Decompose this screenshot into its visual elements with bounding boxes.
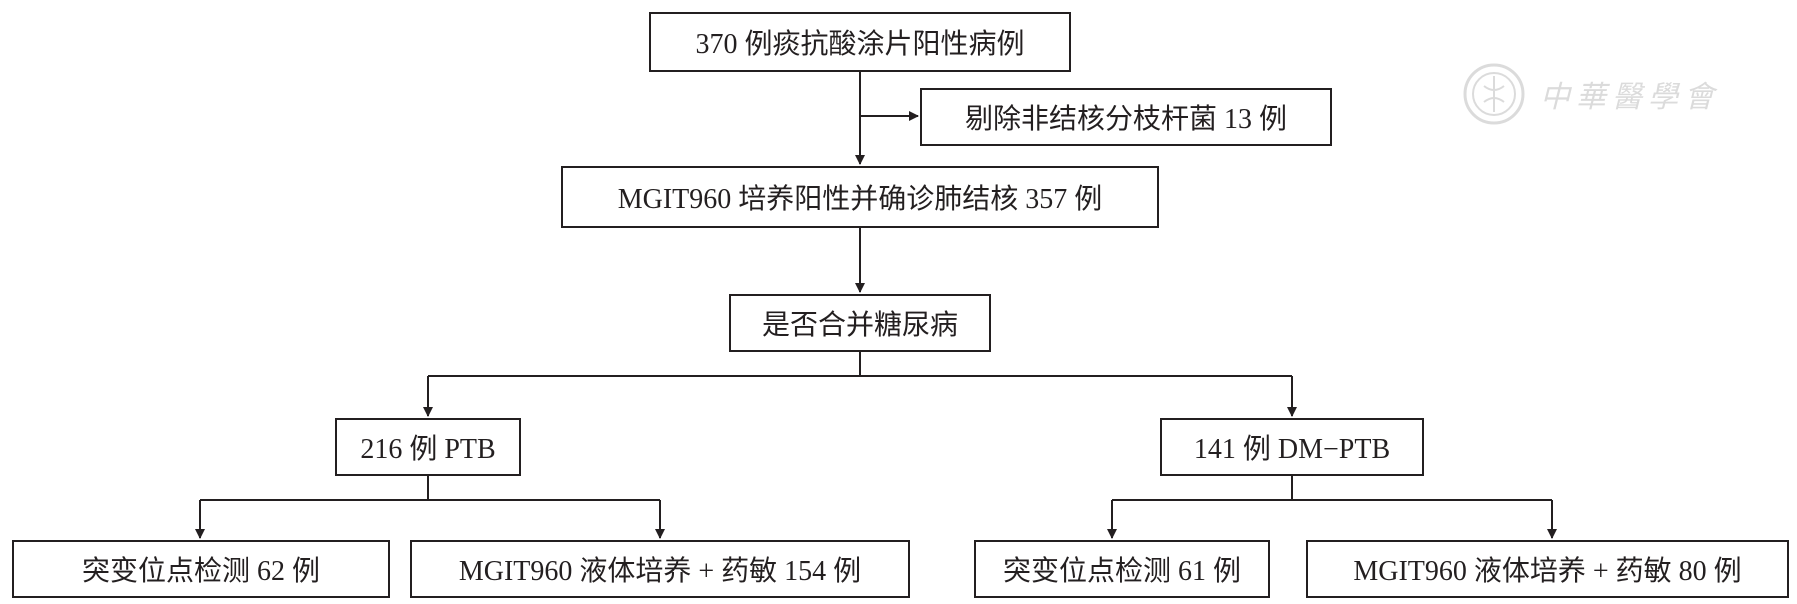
question-box: 是否合并糖尿病	[729, 294, 991, 352]
society-seal-logo-icon	[1463, 63, 1525, 125]
dmptb-culture-label: MGIT960 液体培养 + 药敏 80 例	[1353, 556, 1742, 587]
watermark: 中華醫學會	[1462, 58, 1792, 130]
dmptb-mutation-label: 突变位点检测 61 例	[1002, 556, 1241, 587]
ptb-mutation-box: 突变位点检测 62 例	[12, 540, 390, 598]
ptb-box: 216 例 PTB	[335, 418, 521, 476]
start-label: 370 例痰抗酸涂片阳性病例	[695, 29, 1025, 60]
watermark-text: 中華醫學會	[1540, 80, 1720, 115]
dmptb-label: 141 例 DM−PTB	[1193, 434, 1391, 465]
excluded-label: 剔除非结核分枝杆菌 13 例	[964, 104, 1287, 135]
question-label: 是否合并糖尿病	[761, 310, 958, 341]
confirmed-label: MGIT960 培养阳性并确诊肺结核 357 例	[617, 184, 1103, 215]
ptb-label: 216 例 PTB	[360, 434, 496, 465]
excluded-box: 剔除非结核分枝杆菌 13 例	[920, 88, 1332, 146]
confirmed-box: MGIT960 培养阳性并确诊肺结核 357 例	[561, 166, 1159, 228]
start-box: 370 例痰抗酸涂片阳性病例	[649, 12, 1071, 72]
ptb-culture-box: MGIT960 液体培养 + 药敏 154 例	[410, 540, 910, 598]
ptb-mutation-label: 突变位点检测 62 例	[81, 556, 320, 587]
ptb-culture-label: MGIT960 液体培养 + 药敏 154 例	[458, 556, 862, 587]
dmptb-culture-box: MGIT960 液体培养 + 药敏 80 例	[1306, 540, 1789, 598]
dmptb-box: 141 例 DM−PTB	[1160, 418, 1424, 476]
dmptb-mutation-box: 突变位点检测 61 例	[974, 540, 1270, 598]
